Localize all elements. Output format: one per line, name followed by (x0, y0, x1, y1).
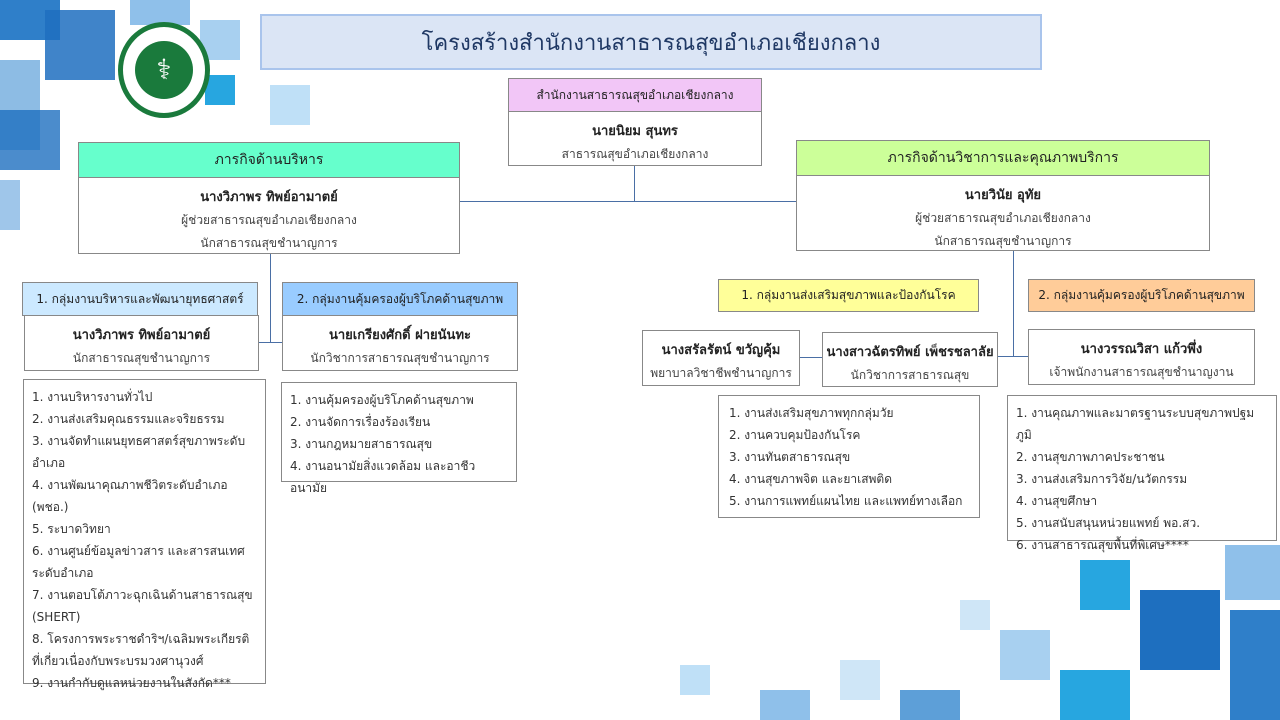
connector-line (460, 201, 796, 202)
task-item: 3. งานจัดทำแผนยุทธศาสตร์สุขภาพระดับอำเภอ (32, 434, 246, 470)
admin-group-2-card: นายเกรียงศักดิ์ ฝายนันทะ นักวิชาการสาธาร… (282, 315, 518, 371)
task-item: 2. งานสุขภาพภาคประชาชน (1016, 450, 1165, 464)
academic-mission-card: นายวินัย อุทัย ผู้ช่วยสาธารณสุขอำเภอเชีย… (796, 175, 1210, 251)
person-name: นางสาวฉัตรทิพย์ เพ็ชรชลาลัย (826, 345, 994, 360)
task-item: 6. งานศูนย์ข้อมูลข่าวสาร และสารสนเทศระดั… (32, 544, 245, 580)
admin-group-1-header: 1. กลุ่มงานบริหารและพัฒนายุทธศาสตร์ (22, 282, 258, 316)
admin-group-2-header: 2. กลุ่มงานคุ้มครองผู้บริโภคด้านสุขภาพ (282, 282, 518, 316)
task-item: 1. งานคุณภาพและมาตรฐานระบบสุขภาพปฐมภูมิ (1016, 406, 1255, 442)
task-item: 1. งานส่งเสริมสุขภาพทุกกลุ่มวัย (729, 406, 894, 420)
connector-line (800, 357, 822, 358)
person-name: นางวิภาพร ทิพย์อามาตย์ (72, 328, 211, 343)
task-item: 5. ระบาดวิทยา (32, 522, 111, 536)
task-item: 2. งานจัดการเรื่องร้องเรียน (290, 415, 431, 429)
admin-group-2-tasks: 1. งานคุ้มครองผู้บริโภคด้านสุขภาพ 2. งาน… (281, 382, 517, 495)
head-office-card: นายนิยม สุนทร สาธารณสุขอำเภอเชียงกลาง (508, 111, 762, 166)
person-role: สาธารณสุขอำเภอเชียงกลาง (561, 147, 709, 161)
task-item: 4. งานพัฒนาคุณภาพชีวิตระดับอำเภอ (พชอ.) (32, 478, 228, 514)
person-role: ผู้ช่วยสาธารณสุขอำเภอเชียงกลาง (915, 211, 1091, 225)
person-name: นายนิยม สุนทร (592, 124, 678, 139)
academic-group-2-person-1: นางวรรณวิสา แก้วพึ่ง เจ้าพนักงานสาธารณสุ… (1028, 329, 1255, 385)
admin-group-1-card: นางวิภาพร ทิพย์อามาตย์ นักสาธารณสุขชำนาญ… (24, 315, 259, 371)
academic-group-1-person-2: นางสาวฉัตรทิพย์ เพ็ชรชลาลัย นักวิชาการสา… (822, 332, 998, 387)
person-name: นายเกรียงศักดิ์ ฝายนันทะ (328, 328, 472, 343)
person-role: นักสาธารณสุขชำนาญการ (72, 351, 211, 365)
task-item: 3. งานกฎหมายสาธารณสุข (290, 437, 433, 451)
person-role: พยาบาลวิชาชีพชำนาญการ (650, 366, 792, 380)
academic-group-1-person-1: นางสรัลรัตน์ ขวัญคุ้ม พยาบาลวิชาชีพชำนาญ… (642, 330, 800, 386)
ministry-logo: ⚕ (118, 22, 210, 118)
academic-mission-header: ภารกิจด้านวิชาการและคุณภาพบริการ (796, 140, 1210, 176)
connector-line (270, 254, 271, 342)
person-name: นายวินัย อุทัย (964, 188, 1042, 203)
task-item: 1. งานคุ้มครองผู้บริโภคด้านสุขภาพ (290, 393, 474, 407)
person-role: นักสาธารณสุขชำนาญการ (200, 236, 338, 250)
person-role: นักสาธารณสุขชำนาญการ (934, 234, 1072, 248)
task-item: 4. งานสุขศึกษา (1016, 494, 1098, 508)
task-item: 5. งานการแพทย์แผนไทย และแพทย์ทางเลือก (729, 494, 963, 508)
person-role: นักวิชาการสาธารณสุขชำนาญการ (310, 351, 490, 365)
person-name: นางวิภาพร ทิพย์อามาตย์ (200, 190, 338, 205)
academic-group-2-header: 2. กลุ่มงานคุ้มครองผู้บริโภคด้านสุขภาพ (1028, 279, 1255, 312)
task-item: 4. งานอนามัยสิ่งแวดล้อม และอาชีวอนามัย (290, 459, 476, 495)
connector-line (998, 356, 1028, 357)
academic-group-1-header: 1. กลุ่มงานส่งเสริมสุขภาพและป้องกันโรค (718, 279, 979, 312)
academic-group-1-tasks: 1. งานส่งเสริมสุขภาพทุกกลุ่มวัย 2. งานคว… (718, 395, 980, 518)
person-role: เจ้าพนักงานสาธารณสุขชำนาญงาน (1049, 365, 1234, 379)
task-item: 1. งานบริหารงานทั่วไป (32, 390, 153, 404)
page-title-box: โครงสร้างสำนักงานสาธารณสุขอำเภอเชียงกลาง (260, 14, 1042, 70)
task-item: 2. งานส่งเสริมคุณธรรมและจริยธรรม (32, 412, 225, 426)
person-role: นักวิชาการสาธารณสุข (850, 368, 970, 382)
admin-mission-header: ภารกิจด้านบริหาร (78, 142, 460, 178)
task-item: 2. งานควบคุมป้องกันโรค (729, 428, 861, 442)
task-item: 3. งานทันตสาธารณสุข (729, 450, 851, 464)
task-item: 3. งานส่งเสริมการวิจัย/นวัตกรรม (1016, 472, 1188, 486)
admin-group-1-tasks: 1. งานบริหารงานทั่วไป 2. งานส่งเสริมคุณธ… (23, 379, 266, 690)
person-name: นางสรัลรัตน์ ขวัญคุ้ม (661, 343, 781, 358)
person-name: นางวรรณวิสา แก้วพึ่ง (1080, 342, 1203, 357)
task-item: 7. งานตอบโต้ภาวะฉุกเฉินด้านสาธารณสุข (SH… (32, 588, 253, 624)
connector-line (259, 342, 282, 343)
task-item: 5. งานสนับสนุนหน่วยแพทย์ พอ.สว. (1016, 516, 1201, 530)
connector-line (1013, 250, 1014, 356)
person-role: ผู้ช่วยสาธารณสุขอำเภอเชียงกลาง (181, 213, 357, 227)
connector-line (634, 166, 635, 201)
task-item: 8. โครงการพระราชดำริฯ/เฉลิมพระเกียรติที่… (32, 632, 250, 668)
page-title: โครงสร้างสำนักงานสาธารณสุขอำเภอเชียงกลาง (421, 30, 881, 56)
task-item: 9. งานกำกับดูแลหน่วยงานในสังกัด*** (32, 676, 231, 690)
admin-mission-card: นางวิภาพร ทิพย์อามาตย์ ผู้ช่วยสาธารณสุขอ… (78, 177, 460, 254)
head-office-header: สำนักงานสาธารณสุขอำเภอเชียงกลาง (508, 78, 762, 112)
task-item: 4. งานสุขภาพจิต และยาเสพติด (729, 472, 893, 486)
task-item: 6. งานสาธารณสุขพื้นที่พิเศษ**** (1016, 538, 1189, 552)
academic-group-2-tasks: 1. งานคุณภาพและมาตรฐานระบบสุขภาพปฐมภูมิ … (1007, 395, 1277, 552)
